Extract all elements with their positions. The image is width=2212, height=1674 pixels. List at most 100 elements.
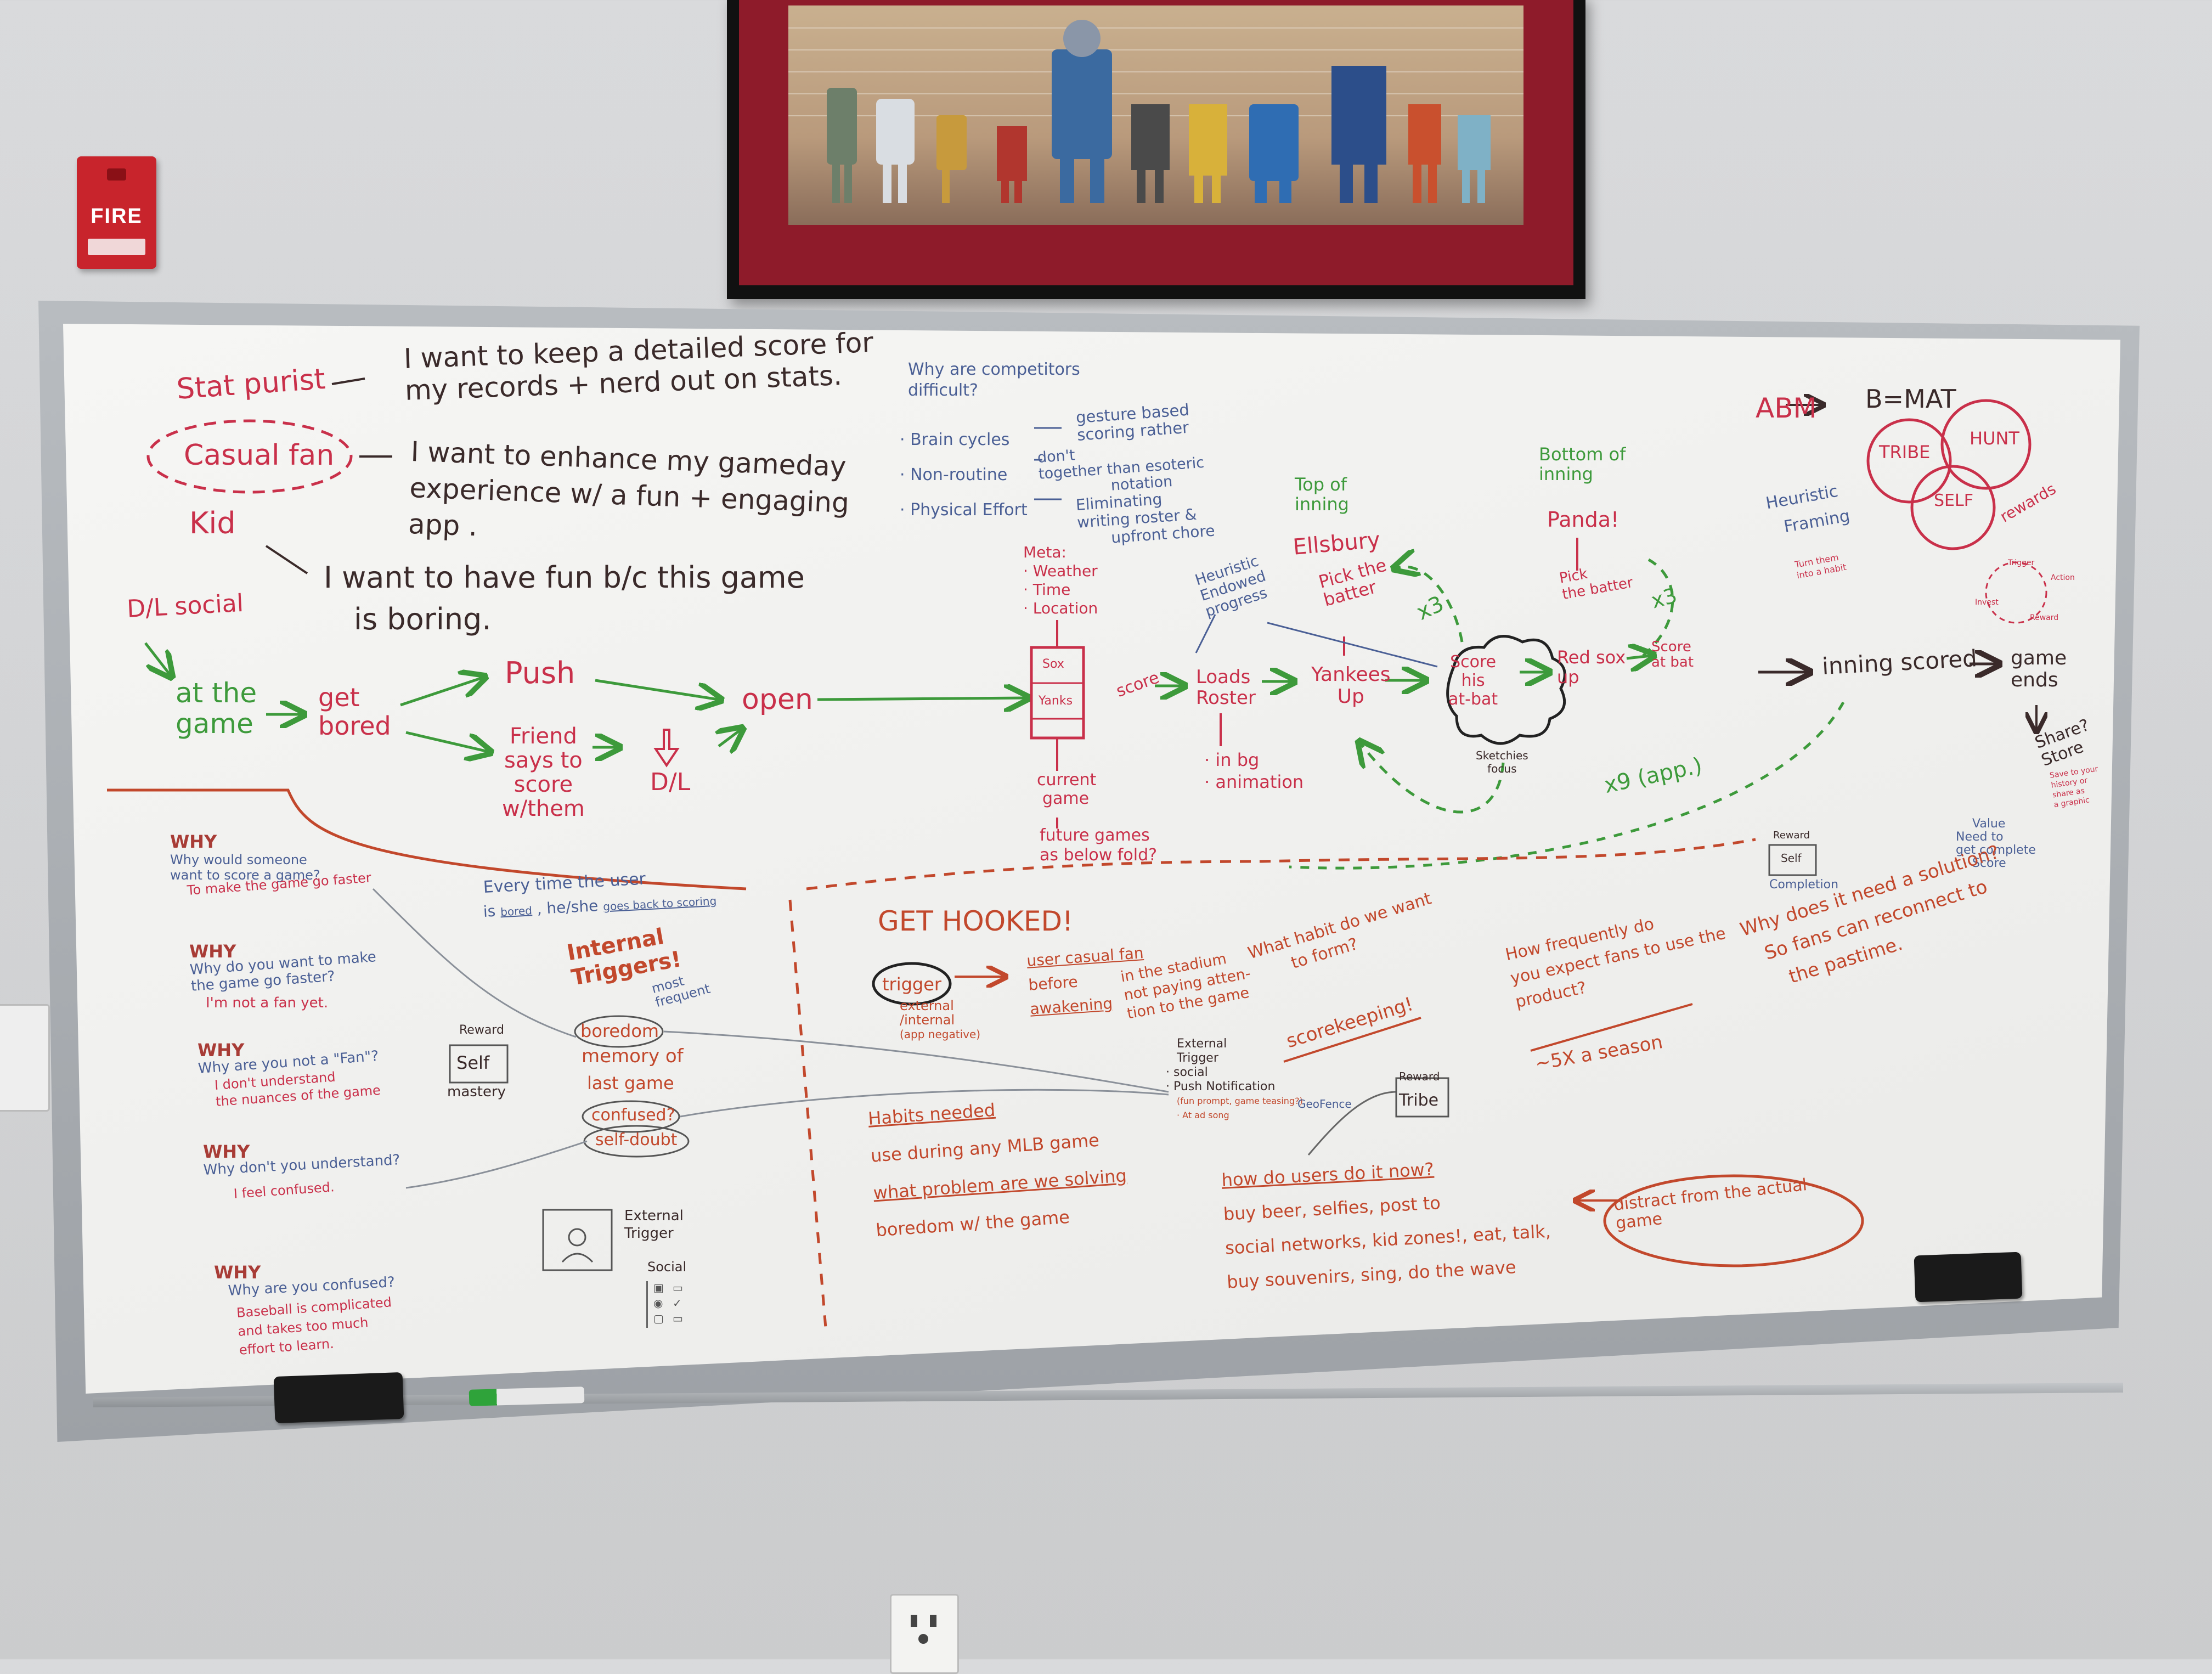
text-line: Meta: bbox=[1023, 543, 1066, 561]
message-icon: ▭ bbox=[673, 1312, 683, 1325]
person-sketch bbox=[561, 1253, 594, 1263]
loads-roster: Loads Roster bbox=[1196, 667, 1256, 708]
loop-action: Action bbox=[2051, 573, 2075, 582]
fire-alarm-label: FIRE bbox=[91, 205, 143, 228]
download-arrow bbox=[653, 729, 680, 768]
trigger-self-doubt: self-doubt bbox=[595, 1130, 678, 1149]
text-line: Sketchies bbox=[1476, 749, 1528, 762]
text-line: Why are competitors bbox=[908, 360, 1080, 379]
dash bbox=[331, 377, 365, 385]
sketchy-focus: Sketchies focus bbox=[1476, 749, 1528, 775]
competitor-answer-3: Eliminating writing roster & upfront cho… bbox=[1075, 487, 1216, 549]
reward-mastery: mastery bbox=[447, 1084, 506, 1100]
reward-self-label: Reward bbox=[1773, 830, 1810, 841]
text-line: · Location bbox=[1023, 599, 1098, 617]
arrow bbox=[719, 730, 741, 746]
open: open bbox=[742, 683, 813, 716]
text-line: · in bg bbox=[1204, 749, 1260, 770]
why-answer: I'm not a fan yet. bbox=[206, 995, 329, 1011]
share-icon: ▭ bbox=[673, 1281, 683, 1294]
text-line: Score bbox=[1972, 856, 2006, 870]
dash bbox=[265, 545, 308, 574]
quote-line: I want to have fun b/c this game bbox=[324, 560, 805, 595]
why-3: WHY Why are you not a "Fan"? I don't und… bbox=[198, 1040, 381, 1110]
text-line: at the bbox=[176, 677, 257, 709]
lineup-line bbox=[788, 93, 1523, 94]
kid-label: Kid bbox=[189, 506, 236, 540]
why-label: WHY bbox=[198, 1040, 245, 1061]
ellipse bbox=[582, 1100, 680, 1133]
bottom-of-inning: Bottom of inning bbox=[1539, 444, 1626, 484]
phone-sox: Sox bbox=[1042, 657, 1064, 671]
yankees-up: Yankees Up bbox=[1311, 664, 1391, 708]
trigger-loop bbox=[1985, 561, 2047, 624]
text-line: get bbox=[318, 683, 360, 712]
text-line: (fun prompt, game teasing?) bbox=[1177, 1096, 1303, 1106]
text-line: Up bbox=[1337, 685, 1364, 708]
why-label: WHY bbox=[203, 1141, 250, 1162]
text-line: Reward bbox=[1399, 1070, 1440, 1083]
dl-label: D/L bbox=[650, 768, 691, 796]
casual-fan-label: Casual fan bbox=[184, 439, 335, 472]
text-line: Friend bbox=[509, 724, 577, 749]
light-switch[interactable] bbox=[0, 1004, 50, 1112]
trigger-word: trigger bbox=[882, 974, 942, 995]
text-span: , he/she bbox=[536, 897, 599, 918]
reward-self-value: Self bbox=[1781, 852, 1802, 865]
casual-fan-circle bbox=[146, 419, 353, 494]
venn-circle bbox=[1866, 418, 1952, 504]
text-line: Score bbox=[1651, 639, 1691, 655]
friend-says: Friend says to score w/them bbox=[502, 724, 585, 821]
text-line: · social bbox=[1166, 1066, 1208, 1079]
in-bg-animation: · in bg · animation bbox=[1204, 749, 1304, 793]
lineup-line bbox=[788, 27, 1523, 29]
text-line: inning bbox=[1539, 464, 1593, 484]
poster-mat bbox=[739, 0, 1573, 285]
connector bbox=[405, 1140, 588, 1189]
text-line: inning bbox=[1295, 494, 1349, 515]
meta-list: Meta: · Weather · Time · Location bbox=[1023, 543, 1098, 618]
toy-robots bbox=[827, 20, 1491, 203]
arrow bbox=[400, 678, 483, 707]
game-ends: game ends bbox=[2011, 647, 2067, 691]
competitor-answer-1: gesture based scoring rather bbox=[1075, 401, 1191, 444]
text-line: Trigger bbox=[1177, 1051, 1218, 1065]
underline bbox=[1530, 1003, 1693, 1052]
check-icon: ✓ bbox=[673, 1297, 682, 1310]
arrow bbox=[595, 679, 719, 700]
text-line: Loads bbox=[1196, 666, 1251, 688]
text-line: at bat bbox=[1651, 654, 1694, 670]
why-2: WHY Why do you want to make the game go … bbox=[189, 941, 377, 1011]
loop-reward: Reward bbox=[2030, 613, 2059, 622]
text-line: /internal bbox=[900, 1012, 955, 1028]
text-line: · Weather bbox=[1023, 562, 1098, 580]
top-of-inning: Top of inning bbox=[1295, 475, 1349, 514]
loop-arrow bbox=[1642, 558, 1674, 657]
connector bbox=[1307, 1091, 1397, 1156]
text-line: says to bbox=[504, 748, 583, 773]
reward-tribe: Reward Tribe bbox=[1399, 1064, 1440, 1113]
venn-tribe: TRIBE bbox=[1879, 442, 1931, 463]
loop-trigger: Trigger bbox=[2008, 559, 2035, 567]
divider-curve bbox=[107, 788, 747, 890]
text-line: bored bbox=[318, 711, 391, 741]
why-5: WHY Why are you confused? Baseball is co… bbox=[214, 1262, 396, 1360]
text-line: Red sox bbox=[1557, 647, 1626, 668]
external-internal: external /internal (app negative) bbox=[900, 999, 980, 1041]
score-at-bat: Score at bat bbox=[1651, 639, 1694, 670]
text-line: Why would someone bbox=[170, 852, 307, 867]
competitors-question: Why are competitors difficult? bbox=[908, 359, 1080, 401]
external-trigger-label: External Trigger bbox=[624, 1207, 684, 1242]
photo-icon: ▢ bbox=[653, 1312, 664, 1325]
fire-alarm: FIRE bbox=[77, 156, 156, 269]
connector bbox=[663, 1030, 1169, 1093]
robot-lineup-art bbox=[788, 5, 1523, 225]
arrow bbox=[405, 731, 488, 752]
trigger-boredom: boredom bbox=[580, 1021, 659, 1041]
outlet-slot bbox=[930, 1615, 936, 1627]
social-label: Social bbox=[647, 1259, 687, 1275]
reward-label: Reward bbox=[459, 1023, 504, 1037]
why-label: WHY bbox=[214, 1262, 261, 1283]
text-line: ends bbox=[2011, 669, 2058, 691]
